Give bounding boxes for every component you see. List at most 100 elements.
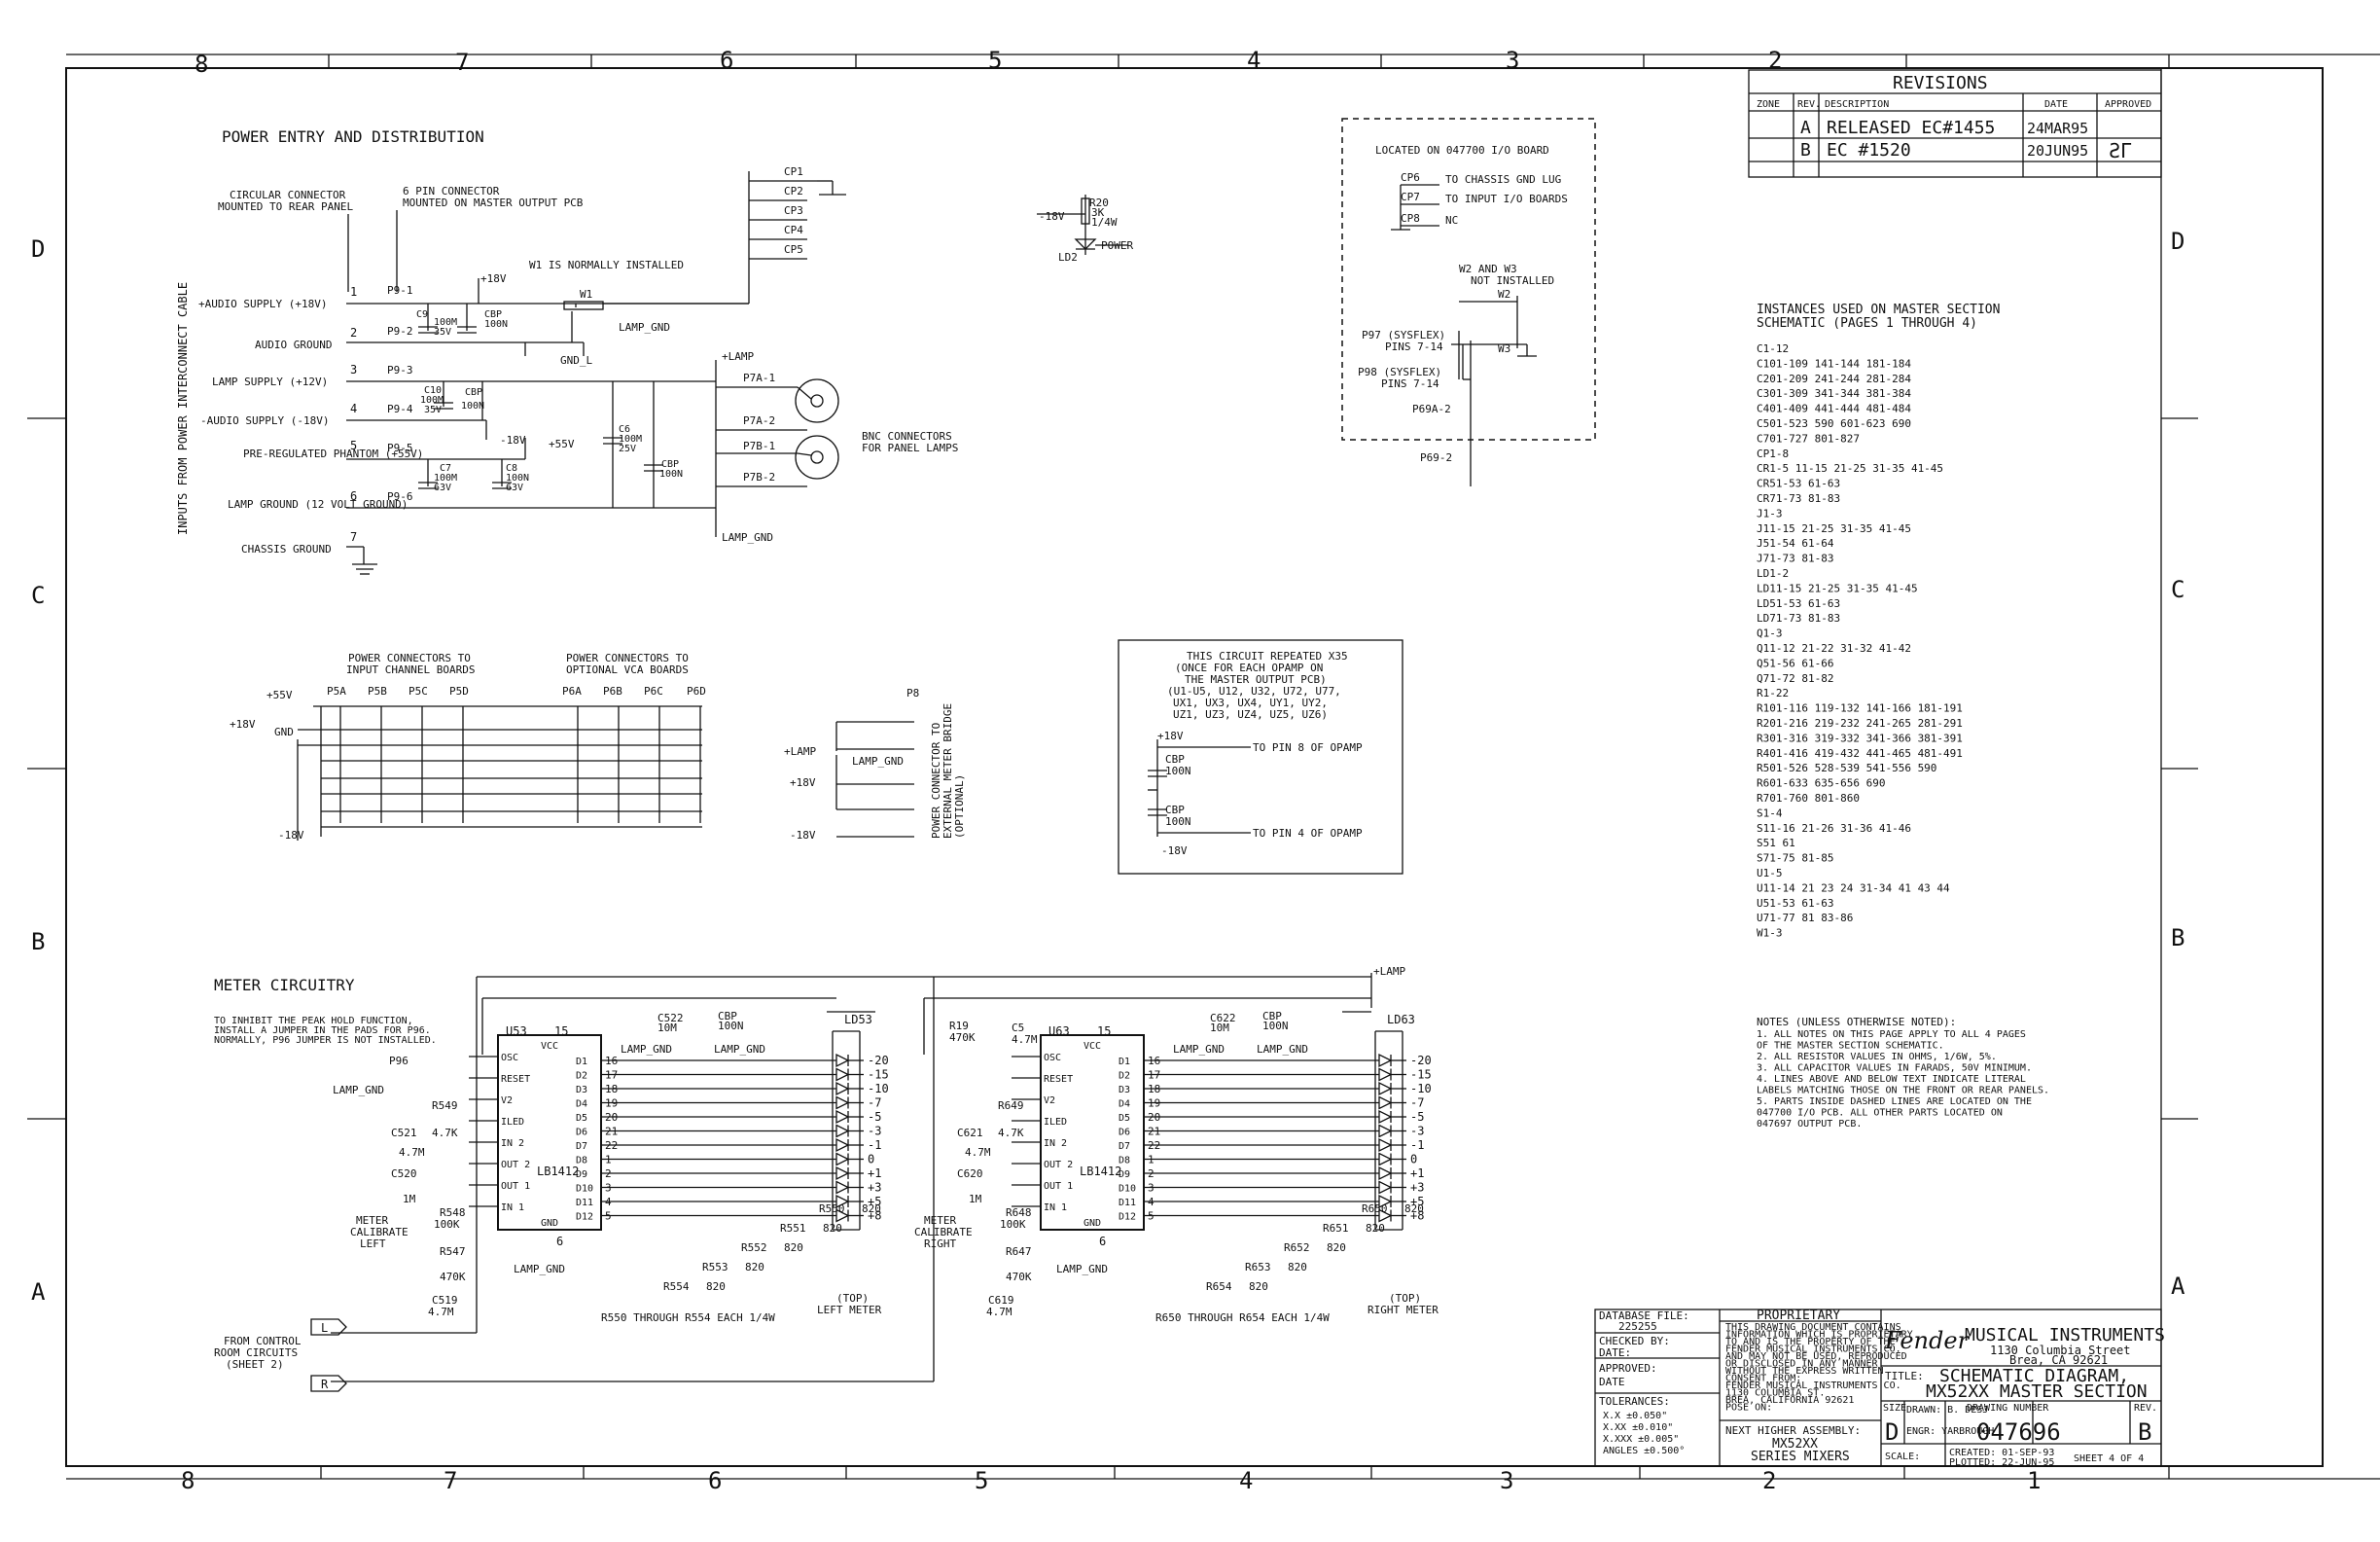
drawing-number: 047696: [1976, 1418, 2061, 1446]
proprietary-line: FENDER MUSICAL INSTRUMENTS CO.: [1725, 1345, 1901, 1355]
rev-row-date: 20JUN95: [2027, 142, 2088, 160]
instance-line: LD11-15 21-25 31-35 41-45: [1757, 582, 1918, 594]
meter-led-segment: [1378, 1208, 1393, 1223]
meter-db-label: -15: [868, 1068, 889, 1082]
chip-pin-name: D8: [1119, 1156, 1130, 1166]
svg-text:CBP: CBP: [718, 1010, 737, 1022]
power-led-circuit: -18V R20 3K 1/4W LD2 POWER: [1037, 195, 1133, 264]
left-zone-labels: D C B A: [27, 235, 66, 1306]
proprietary-line: AND MAY NOT BE USED, REPRODUCED: [1725, 1351, 1907, 1362]
svg-text:FOR PANEL LAMPS: FOR PANEL LAMPS: [862, 442, 958, 454]
svg-text:DATABASE FILE:: DATABASE FILE:: [1599, 1309, 1689, 1322]
svg-text:MUSICAL INSTRUMENTS: MUSICAL INSTRUMENTS: [1965, 1325, 2165, 1345]
svg-text:MOUNTED ON MASTER OUTPUT PCB: MOUNTED ON MASTER OUTPUT PCB: [403, 197, 584, 209]
meter-circuitry: METER CIRCUITRY TO INHIBIT THE PEAK HOLD…: [214, 965, 1439, 1392]
svg-text:470K: 470K: [1006, 1271, 1032, 1283]
svg-text:100M: 100M: [434, 473, 457, 484]
chip-pin-name: D2: [576, 1071, 587, 1082]
svg-text:D: D: [31, 235, 45, 263]
svg-text:INPUT CHANNEL BOARDS: INPUT CHANNEL BOARDS: [346, 663, 475, 676]
svg-text:100K: 100K: [434, 1218, 460, 1231]
resistor-ref: R653: [1245, 1261, 1271, 1273]
svg-text:100N: 100N: [506, 473, 529, 484]
svg-text:X.XX ±0.010": X.XX ±0.010": [1603, 1422, 1673, 1433]
svg-text:CP4: CP4: [784, 224, 803, 236]
svg-text:R550 THROUGH R554 EACH 1/4W: R550 THROUGH R554 EACH 1/4W: [601, 1311, 775, 1324]
note-line: 047700 I/O PCB. ALL OTHER PARTS LOCATED …: [1757, 1108, 2003, 1119]
svg-text:4: 4: [1239, 1467, 1253, 1494]
svg-text:METER: METER: [356, 1214, 388, 1227]
net-lamp-gnd: LAMP_GND: [722, 531, 773, 544]
svg-text:C: C: [31, 582, 45, 609]
chip-pin-name: D3: [576, 1085, 587, 1095]
drawing-border: [65, 54, 2380, 1480]
svg-text:C6: C6: [619, 424, 630, 435]
resistor-value: 820: [1404, 1202, 1424, 1215]
instance-line: R301-316 319-332 341-366 381-391: [1757, 732, 1963, 744]
meter-db-label: +5: [1410, 1195, 1424, 1208]
meter-led-segment: [835, 1180, 850, 1195]
chip-pin-name: D1: [1119, 1057, 1130, 1067]
meter-db-label: -1: [1410, 1138, 1424, 1152]
svg-text:7: 7: [444, 1467, 457, 1494]
svg-text:P7A-2: P7A-2: [743, 414, 775, 427]
svg-text:C10: C10: [424, 385, 442, 396]
svg-text:P98 (SYSFLEX): P98 (SYSFLEX): [1358, 366, 1441, 378]
svg-text:PINS 7-14: PINS 7-14: [1381, 377, 1439, 390]
svg-text:VCC: VCC: [541, 1041, 558, 1052]
meter-db-label: -3: [1410, 1125, 1424, 1138]
chip-pin-name: RESET: [1044, 1074, 1073, 1085]
instance-line: S11-16 21-26 31-36 41-46: [1757, 822, 1911, 835]
meter-db-label: 0: [868, 1153, 874, 1166]
svg-text:CP5: CP5: [784, 243, 803, 256]
meter-led-segment: [835, 1152, 850, 1166]
svg-text:63V: 63V: [434, 483, 451, 493]
svg-text:4.7M: 4.7M: [965, 1146, 991, 1159]
svg-text:B: B: [2171, 924, 2185, 951]
meter-db-label: -3: [868, 1125, 881, 1138]
svg-text:CHECKED BY:: CHECKED BY:: [1599, 1335, 1670, 1347]
svg-text:LAMP_GND: LAMP_GND: [714, 1043, 765, 1056]
svg-text:100N: 100N: [1165, 765, 1191, 777]
svg-text:L: L: [321, 1321, 328, 1335]
resistor-ref: R554: [663, 1280, 690, 1293]
svg-text:LAMP_GND: LAMP_GND: [1056, 1263, 1108, 1275]
svg-text:THIS CIRCUIT REPEATED X35: THIS CIRCUIT REPEATED X35: [1187, 650, 1348, 663]
svg-text:METER: METER: [924, 1214, 956, 1227]
chip-pin-name: OUT 2: [1044, 1160, 1073, 1170]
svg-text:C8: C8: [506, 463, 517, 474]
resistor-value: 820: [1288, 1261, 1307, 1273]
svg-text:7: 7: [350, 530, 357, 544]
svg-text:P97 (SYSFLEX): P97 (SYSFLEX): [1362, 329, 1445, 341]
svg-text:TITLE:: TITLE:: [1885, 1370, 1924, 1382]
svg-text:LD2: LD2: [1058, 251, 1078, 264]
svg-text:CP3: CP3: [784, 204, 803, 217]
svg-text:TO INHIBIT THE PEAK HOLD FUNCT: TO INHIBIT THE PEAK HOLD FUNCTION,: [214, 1016, 413, 1026]
svg-text:THE MASTER OUTPUT PCB): THE MASTER OUTPUT PCB): [1185, 673, 1327, 686]
svg-text:4.7M: 4.7M: [428, 1306, 454, 1318]
svg-text:(SHEET 2): (SHEET 2): [226, 1358, 284, 1371]
svg-text:225255: 225255: [1618, 1320, 1657, 1333]
meter-led-segment: [835, 1124, 850, 1138]
svg-text:(TOP): (TOP): [1389, 1292, 1421, 1305]
meter-db-label: -7: [868, 1096, 881, 1110]
svg-text:P8: P8: [906, 687, 919, 699]
svg-text:100M: 100M: [434, 317, 457, 328]
instance-line: R201-216 219-232 241-265 281-291: [1757, 717, 1963, 730]
resistor-ref: R652: [1284, 1241, 1310, 1254]
svg-text:CIRCULAR CONNECTOR: CIRCULAR CONNECTOR: [230, 189, 346, 201]
note-line: 2. ALL RESISTOR VALUES IN OHMS, 1/6W, 5%…: [1757, 1052, 1997, 1062]
svg-text:(ONCE FOR EACH OPAMP ON: (ONCE FOR EACH OPAMP ON: [1175, 662, 1323, 674]
net-lamp: +LAMP: [722, 350, 754, 363]
chip-pin-name: D12: [576, 1212, 593, 1223]
rev-row-desc: RELEASED EC#1455: [1827, 118, 1995, 138]
svg-text:CP1: CP1: [784, 165, 803, 178]
svg-text:FROM CONTROL: FROM CONTROL: [224, 1335, 302, 1347]
svg-text:10M: 10M: [1210, 1022, 1229, 1034]
svg-text:LAMP_GND: LAMP_GND: [621, 1043, 672, 1056]
svg-text:LB1412: LB1412: [537, 1165, 579, 1178]
meter-led-segment: [1378, 1152, 1393, 1166]
svg-text:15: 15: [1097, 1024, 1111, 1038]
net-minus18v: -18V: [500, 434, 526, 447]
zone-label: 7: [455, 49, 469, 76]
